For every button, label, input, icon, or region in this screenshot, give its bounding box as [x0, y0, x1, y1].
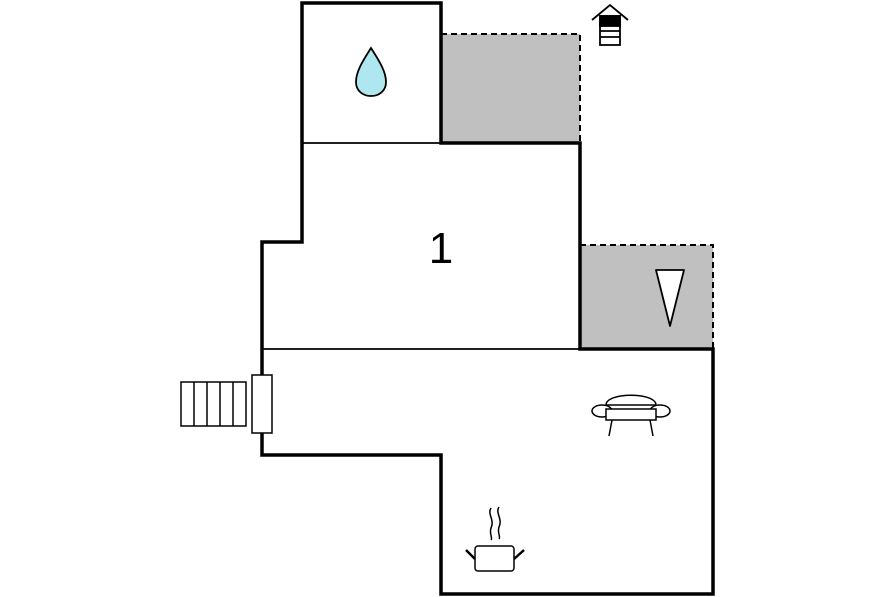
house-icon — [591, 3, 629, 46]
door-icon — [251, 374, 273, 434]
water-drop-icon — [355, 46, 387, 97]
terrace-icon — [655, 269, 685, 327]
floor-label: 1 — [429, 224, 453, 273]
sofa-icon — [591, 394, 671, 437]
terrace-right — [580, 244, 714, 349]
terrace-top — [441, 33, 581, 143]
entrance-stairs-icon — [180, 381, 247, 427]
cooking-pot-icon — [465, 506, 525, 572]
